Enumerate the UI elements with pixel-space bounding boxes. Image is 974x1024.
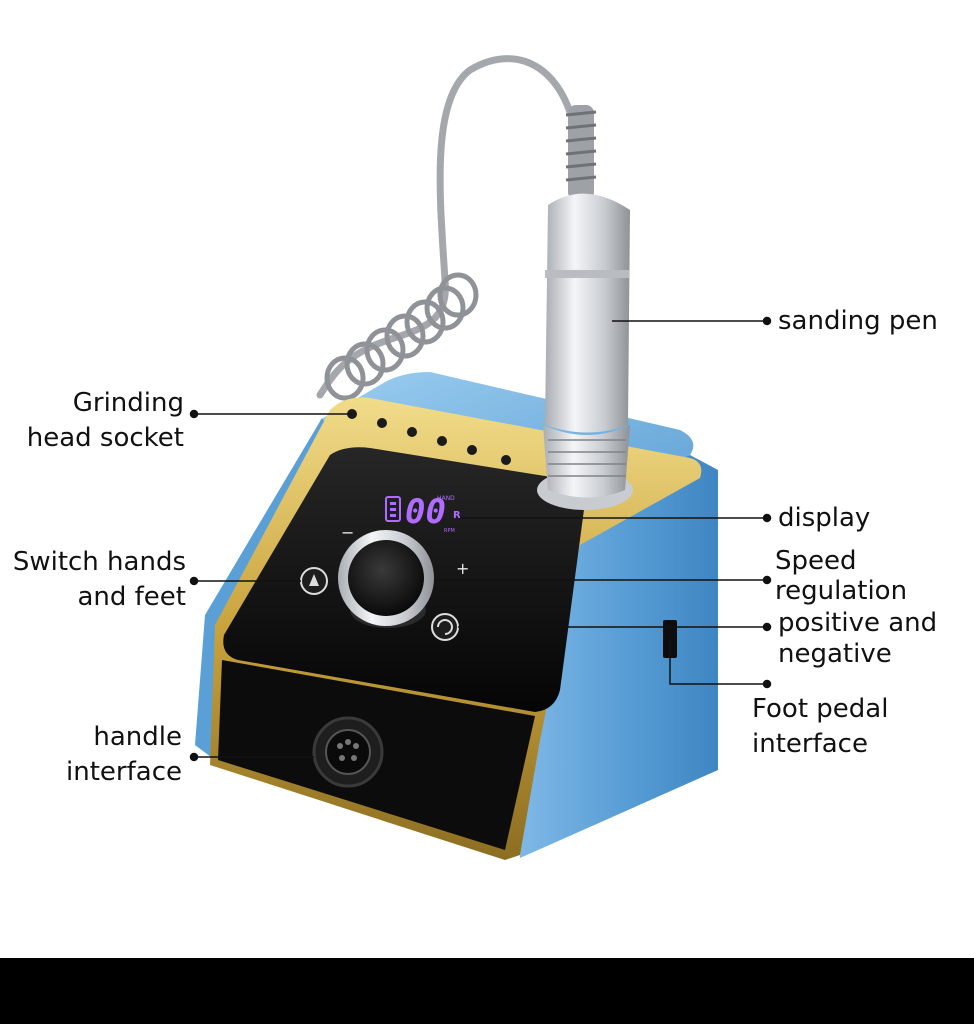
label-line: head socket [26,423,184,453]
cable-coil [324,272,479,401]
label-line: sanding pen [778,306,938,336]
handle-port-icon [312,716,384,788]
sanding-pen-body [543,193,630,498]
label-foot-pedal-interface: Foot pedal interface [752,692,888,762]
label-line: interface [752,729,868,759]
label-line: positive and [778,608,938,638]
label-handle-interface: handle interface [14,720,182,790]
label-positive-negative: positive and negative [778,608,937,670]
label-sanding-pen: sanding pen [778,304,938,339]
rotation-direction-icon[interactable] [431,613,459,641]
label-line: Speed [775,546,857,576]
speed-minus-label: − [341,523,354,542]
grinding-head-sockets [347,409,511,465]
label-line: interface [66,757,182,787]
pen-strain-relief [565,105,597,200]
label-line: Foot pedal [752,694,889,724]
display-readout: 00 [405,492,446,532]
display-rpm-tag: RPM [444,528,455,534]
bottom-black-bar [0,958,974,1024]
callout-lines [189,316,772,762]
display-unit: R [453,510,461,521]
display-mode-tag: HAND [437,495,455,502]
hand-foot-switch-icon[interactable] [300,567,328,595]
speed-plus-label: + [456,559,469,578]
label-switch-hands-feet: Switch hands and feet [4,545,186,615]
label-line: and feet [77,582,186,612]
label-grinding-head-socket: Grinding head socket [14,386,184,456]
label-line: handle [93,722,182,752]
label-line: Grinding [72,388,184,418]
speed-knob[interactable] [338,530,434,628]
label-line: display [778,503,871,533]
label-speed-regulation: Speed regulation [775,546,907,606]
label-line: regulation [775,576,908,606]
label-display: display [778,501,870,536]
speed-display [385,496,401,522]
label-line: negative [778,639,892,669]
label-line: Switch hands [12,547,186,577]
